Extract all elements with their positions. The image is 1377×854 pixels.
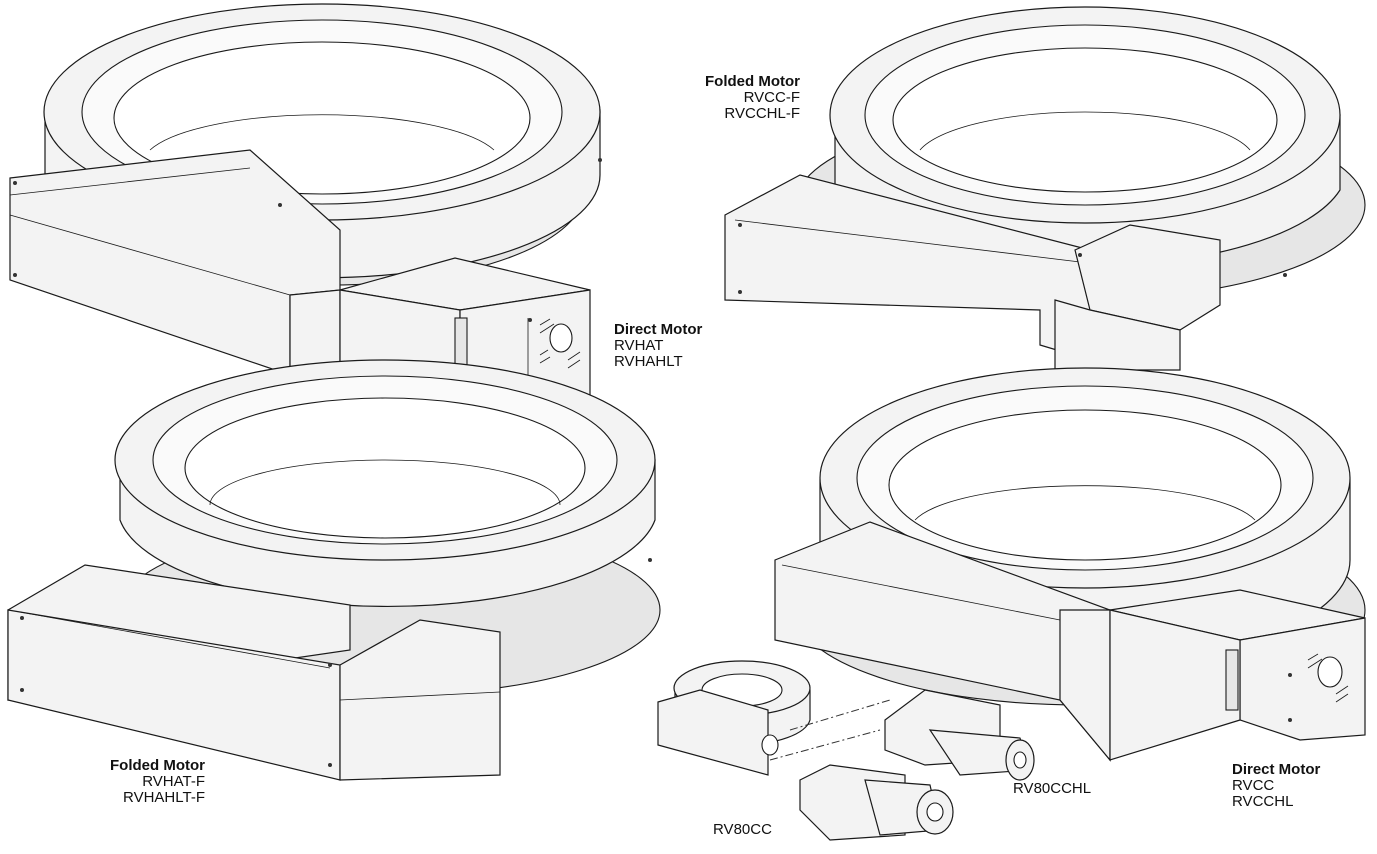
caption-model: RVCCHL-F bbox=[724, 105, 800, 122]
caption-title: Direct Motor bbox=[1232, 761, 1321, 778]
caption-folded-motor-rvhat-f: Folded Motor RVHAT-F RVHAHLT-F bbox=[65, 758, 205, 806]
caption-model: RV80CCHL bbox=[1013, 780, 1092, 797]
caption-folded-motor-rvcc-f: Folded Motor RVCC-F RVCCHL-F bbox=[660, 74, 800, 122]
stage-rvcc-f bbox=[724, 6, 1366, 371]
caption-title: Direct Motor bbox=[614, 321, 703, 338]
caption-model: RVCC bbox=[1232, 777, 1275, 794]
stage-rvhat bbox=[9, 3, 602, 401]
stage-rv80cc bbox=[657, 660, 1035, 841]
caption-model: RVHAT bbox=[614, 337, 664, 354]
caption-model: RV80CC bbox=[713, 821, 772, 838]
caption-direct-motor-rvhat: Direct Motor RVHAT RVHAHLT bbox=[614, 322, 702, 370]
caption-model: RVHAT-F bbox=[142, 773, 205, 790]
caption-title: Folded Motor bbox=[110, 757, 205, 774]
stage-rvcc bbox=[774, 367, 1366, 762]
stage-rvhat-f bbox=[7, 359, 661, 781]
caption-model: RVCC-F bbox=[743, 89, 800, 106]
caption-title: Folded Motor bbox=[705, 73, 800, 90]
caption-rv80cc: RV80CC bbox=[713, 822, 772, 838]
caption-rv80cchl: RV80CCHL bbox=[1013, 781, 1091, 797]
caption-model: RVHAHLT bbox=[614, 353, 683, 370]
caption-model: RVCCHL bbox=[1232, 793, 1294, 810]
caption-direct-motor-rvcc: Direct Motor RVCC RVCCHL bbox=[1232, 762, 1320, 810]
caption-model: RVHAHLT-F bbox=[123, 789, 205, 806]
